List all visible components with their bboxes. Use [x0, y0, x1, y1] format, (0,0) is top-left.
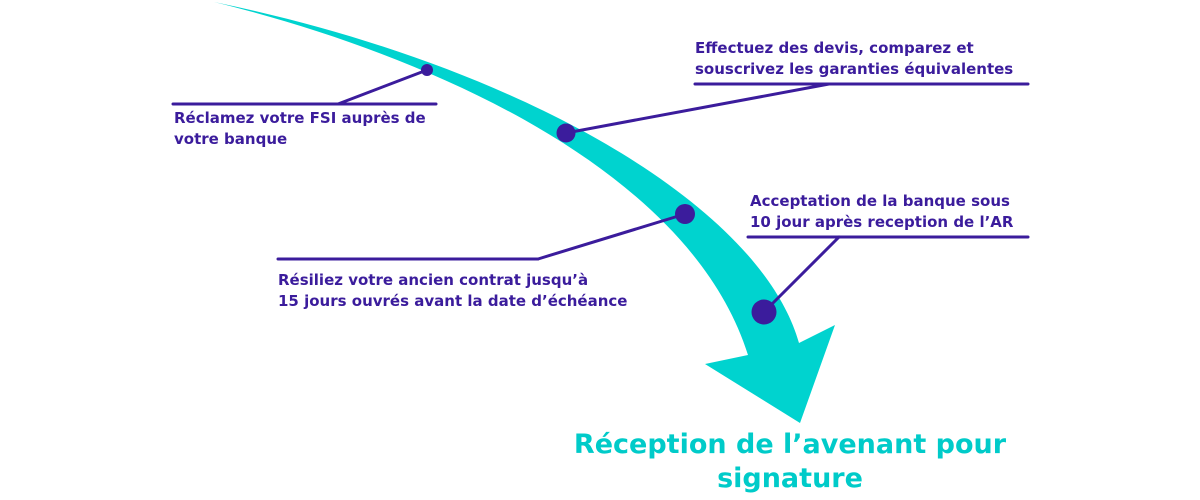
final-step-line-1: Réception de l’avenant pour [573, 429, 1007, 460]
step-marker-3 [675, 204, 695, 224]
step-label-3-line-1: Résiliez votre ancien contrat jusqu’à [278, 271, 589, 289]
curved-arrow-shape [214, 2, 835, 423]
step-label-3: Résiliez votre ancien contrat jusqu’à 15… [278, 270, 627, 312]
step-label-3-line-2: 15 jours ouvrés avant la date d’échéance [278, 292, 628, 310]
step-label-4-line-2: 10 jour après reception de l’AR [750, 213, 1014, 231]
step-label-4-line-1: Acceptation de la banque sous [750, 192, 1010, 210]
step-label-1: Réclamez votre FSI auprès de votre banqu… [174, 108, 426, 150]
step-label-2: Effectuez des devis, comparez et souscri… [695, 38, 1013, 80]
connector-line-4-link [762, 235, 841, 314]
step-marker-2 [556, 123, 576, 143]
step-label-1-line-2: votre banque [174, 130, 288, 148]
final-step-line-2: signature [717, 463, 863, 494]
connector-line-1-link [336, 68, 429, 106]
step-label-1-line-1: Réclamez votre FSI auprès de [174, 109, 426, 127]
step-marker-4 [751, 299, 777, 325]
connector-lines [171, 68, 1030, 314]
step-markers [421, 64, 777, 325]
connector-line-3-link [536, 212, 687, 261]
step-label-2-line-2: souscrivez les garanties équivalentes [695, 60, 1014, 78]
step-marker-1 [421, 64, 433, 76]
step-label-4: Acceptation de la banque sous 10 jour ap… [750, 191, 1013, 233]
connector-line-2-link [564, 82, 831, 135]
final-step-title: Réception de l’avenant pour signature [560, 428, 1020, 496]
step-label-2-line-1: Effectuez des devis, comparez et [695, 39, 974, 57]
